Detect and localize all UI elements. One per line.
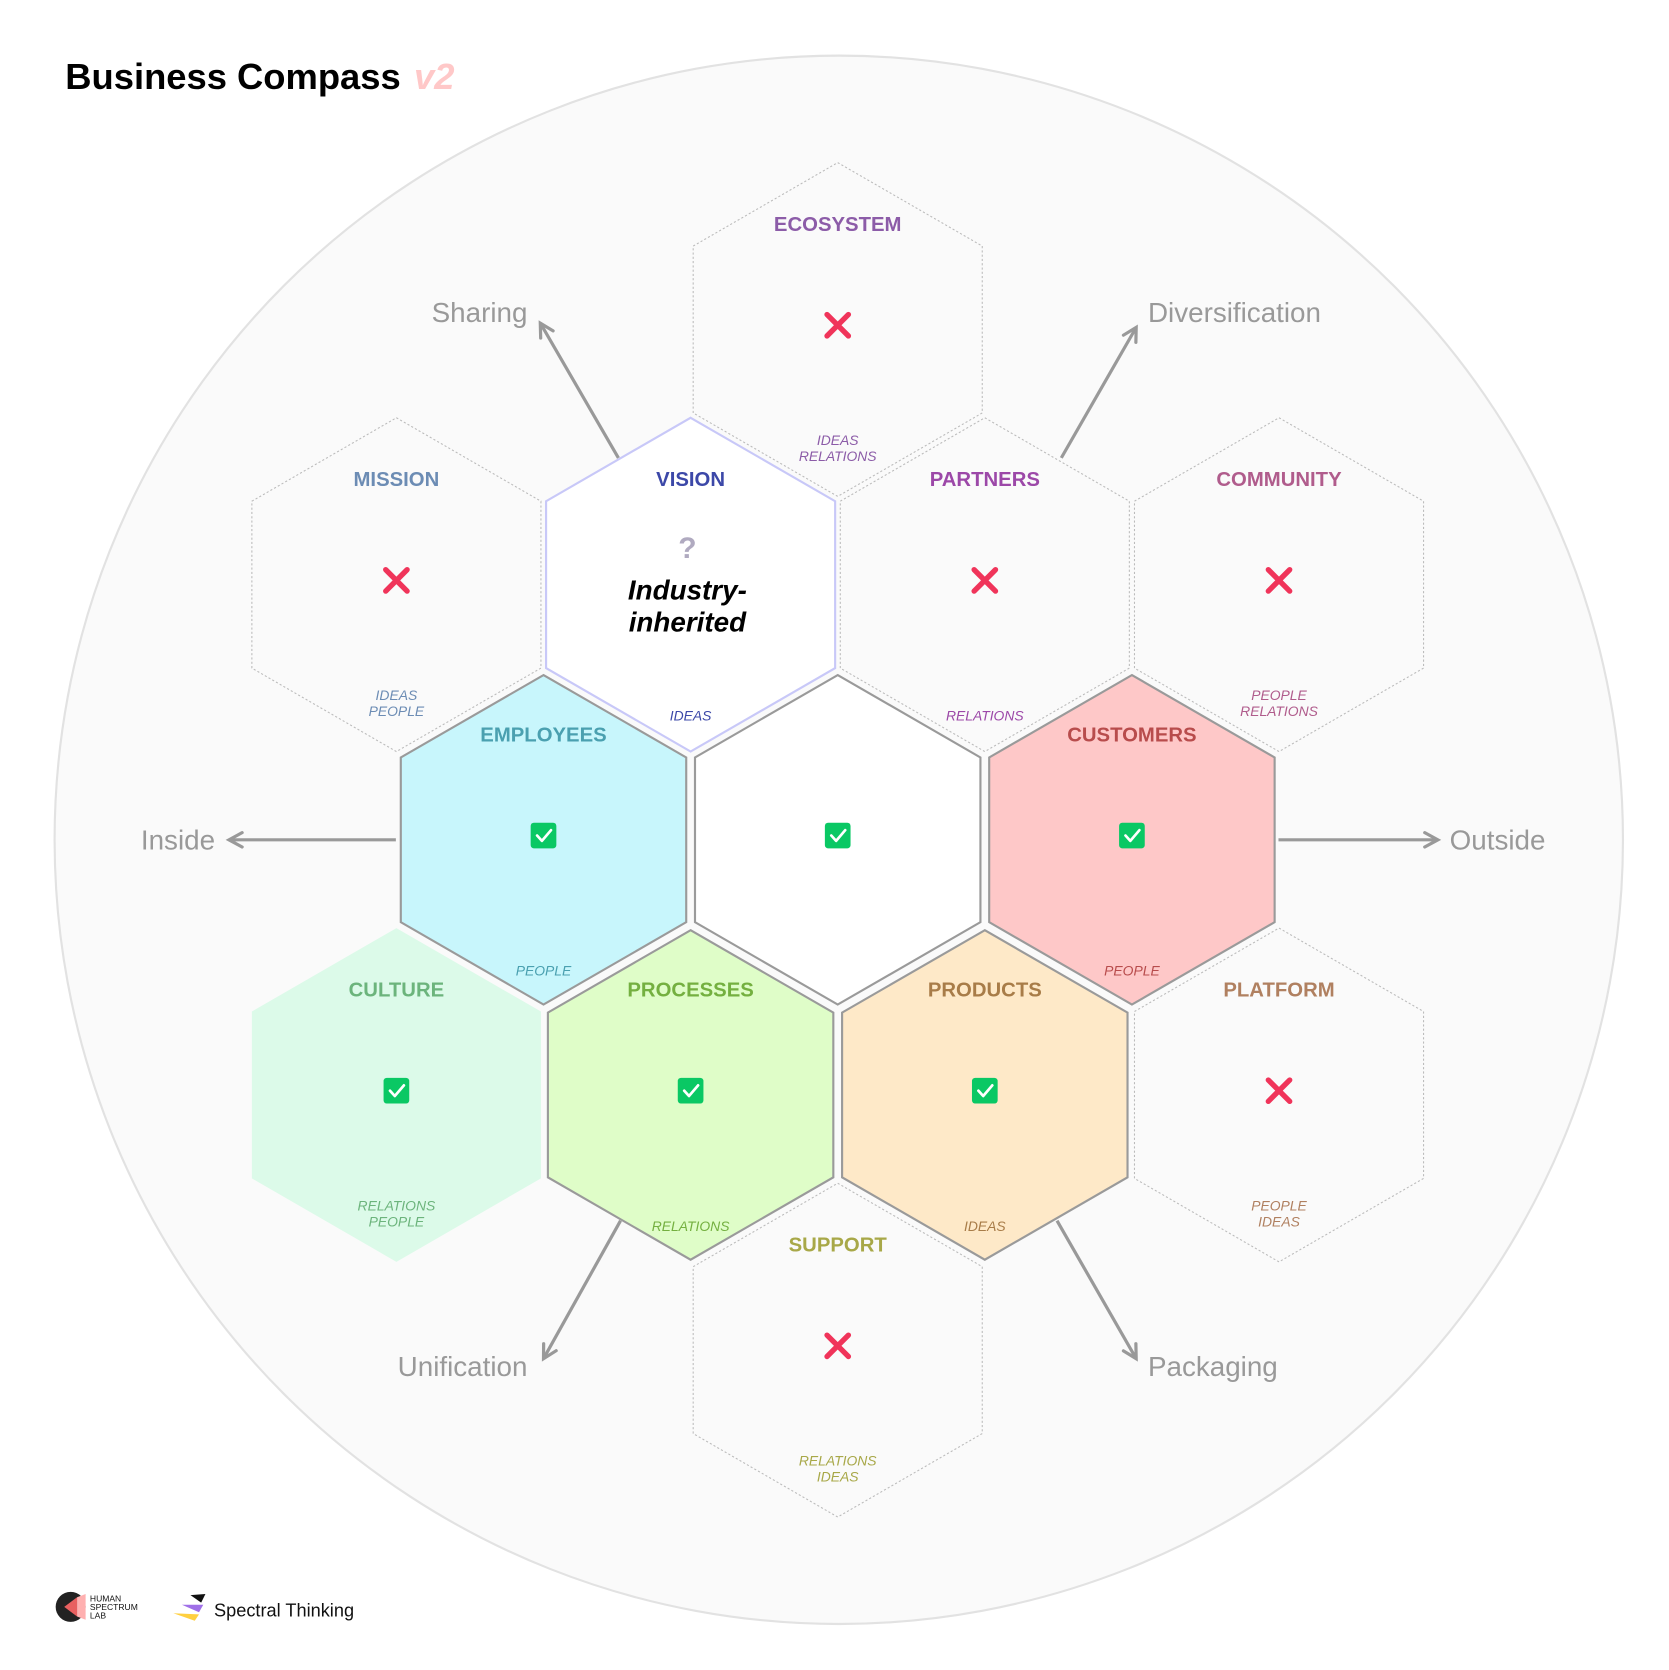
hex-label: VISION [656, 469, 725, 491]
hex-tag: IDEAS [817, 432, 859, 448]
check-icon [1119, 822, 1145, 849]
hex-cell-customers[interactable]: CUSTOMERS PEOPLE [988, 673, 1276, 1006]
human-spectrum-lab-logo: HUMAN SPECTRUM LAB [55, 1591, 138, 1622]
arrow-sharing-icon [538, 320, 620, 459]
cross-icon [383, 567, 410, 594]
hex-label: PROCESSES [627, 980, 753, 1002]
direction-arrows [225, 320, 1442, 1362]
hex-tag: PEOPLE [516, 963, 572, 979]
hex-cell-employees[interactable]: EMPLOYEES PEOPLE [399, 673, 688, 1006]
arrow-outside-icon [1278, 831, 1442, 849]
hex-cell-core[interactable] [693, 673, 982, 1006]
hex-tag: PEOPLE [1251, 687, 1307, 703]
hex-cell-partners[interactable]: PARTNERS RELATIONS [839, 417, 1130, 753]
hex-label: ECOSYSTEM [774, 214, 902, 236]
hex-label: PLATFORM [1223, 980, 1334, 1002]
check-icon [971, 1077, 998, 1104]
hex-tag: PEOPLE [369, 1214, 425, 1230]
page-title: Business Compass [65, 56, 400, 97]
hex-shape [692, 161, 983, 498]
hex-label: SUPPORT [789, 1235, 888, 1257]
hex-shape [692, 1182, 983, 1518]
check-icon [383, 1077, 410, 1104]
hex-shape [1133, 417, 1425, 753]
vision-note: Industry-inherited [628, 575, 747, 638]
direction-packaging: Packaging [1148, 1351, 1278, 1382]
arrow-unification-icon [541, 1219, 622, 1362]
hex-label: PRODUCTS [928, 980, 1042, 1002]
svg-text:SPECTRUM: SPECTRUM [90, 1602, 138, 1612]
cross-icon [824, 1332, 852, 1360]
hex-tag: IDEAS [376, 687, 418, 703]
svg-text:HUMAN: HUMAN [90, 1594, 121, 1604]
hex-label: COMMUNITY [1216, 469, 1342, 491]
hex-tag: RELATIONS [799, 1453, 877, 1469]
hex-shape [251, 417, 542, 753]
hex-cell-products[interactable]: PRODUCTS IDEAS [841, 928, 1129, 1261]
svg-text:LAB: LAB [90, 1611, 106, 1621]
arrow-diversification-icon [1059, 324, 1138, 459]
cross-icon [1265, 1077, 1293, 1105]
spectral-thinking-logo: Spectral Thinking [173, 1594, 354, 1621]
hex-tag: PEOPLE [1251, 1198, 1307, 1214]
hex-tag: PEOPLE [1104, 963, 1160, 979]
hex-tag: RELATIONS [1240, 703, 1318, 719]
hex-label: EMPLOYEES [480, 724, 606, 746]
hex-tag: IDEAS [817, 1469, 859, 1485]
arrow-inside-icon [225, 831, 396, 849]
version-badge: v2 [414, 56, 454, 97]
hex-tag: IDEAS [670, 708, 712, 724]
direction-outside: Outside [1450, 824, 1546, 855]
cross-icon [1265, 567, 1293, 594]
direction-diversification: Diversification [1148, 297, 1321, 328]
hex-tag: IDEAS [1258, 1214, 1300, 1230]
check-icon [530, 822, 557, 849]
hex-tag: IDEAS [964, 1218, 1006, 1234]
hex-tag: RELATIONS [652, 1218, 730, 1234]
cross-icon [824, 311, 852, 339]
hex-label: MISSION [354, 469, 440, 491]
hex-tag: RELATIONS [799, 448, 877, 464]
hex-shape [839, 417, 1130, 753]
hex-label: CUSTOMERS [1067, 724, 1196, 746]
hex-label: CULTURE [349, 980, 445, 1002]
hex-label: PARTNERS [930, 469, 1040, 491]
hex-tag: PEOPLE [369, 703, 425, 719]
question-icon: ? [678, 532, 696, 565]
direction-sharing: Sharing [432, 297, 528, 328]
direction-unification: Unification [398, 1351, 528, 1382]
hex-cell-processes[interactable]: PROCESSES RELATIONS [546, 928, 835, 1261]
hex-tag: RELATIONS [946, 708, 1024, 724]
direction-inside: Inside [141, 824, 215, 855]
cross-icon [971, 567, 999, 594]
hex-tag: RELATIONS [358, 1198, 436, 1214]
hex-shape [1133, 927, 1425, 1263]
hex-shape [545, 416, 837, 753]
check-icon [824, 822, 851, 849]
arrow-packaging-icon [1055, 1219, 1138, 1362]
hex-grid: ECOSYSTEMIDEASRELATIONSMISSIONIDEASPEOPL… [251, 161, 1425, 1518]
check-icon [677, 1077, 704, 1104]
brand-name: Spectral Thinking [214, 1601, 354, 1621]
